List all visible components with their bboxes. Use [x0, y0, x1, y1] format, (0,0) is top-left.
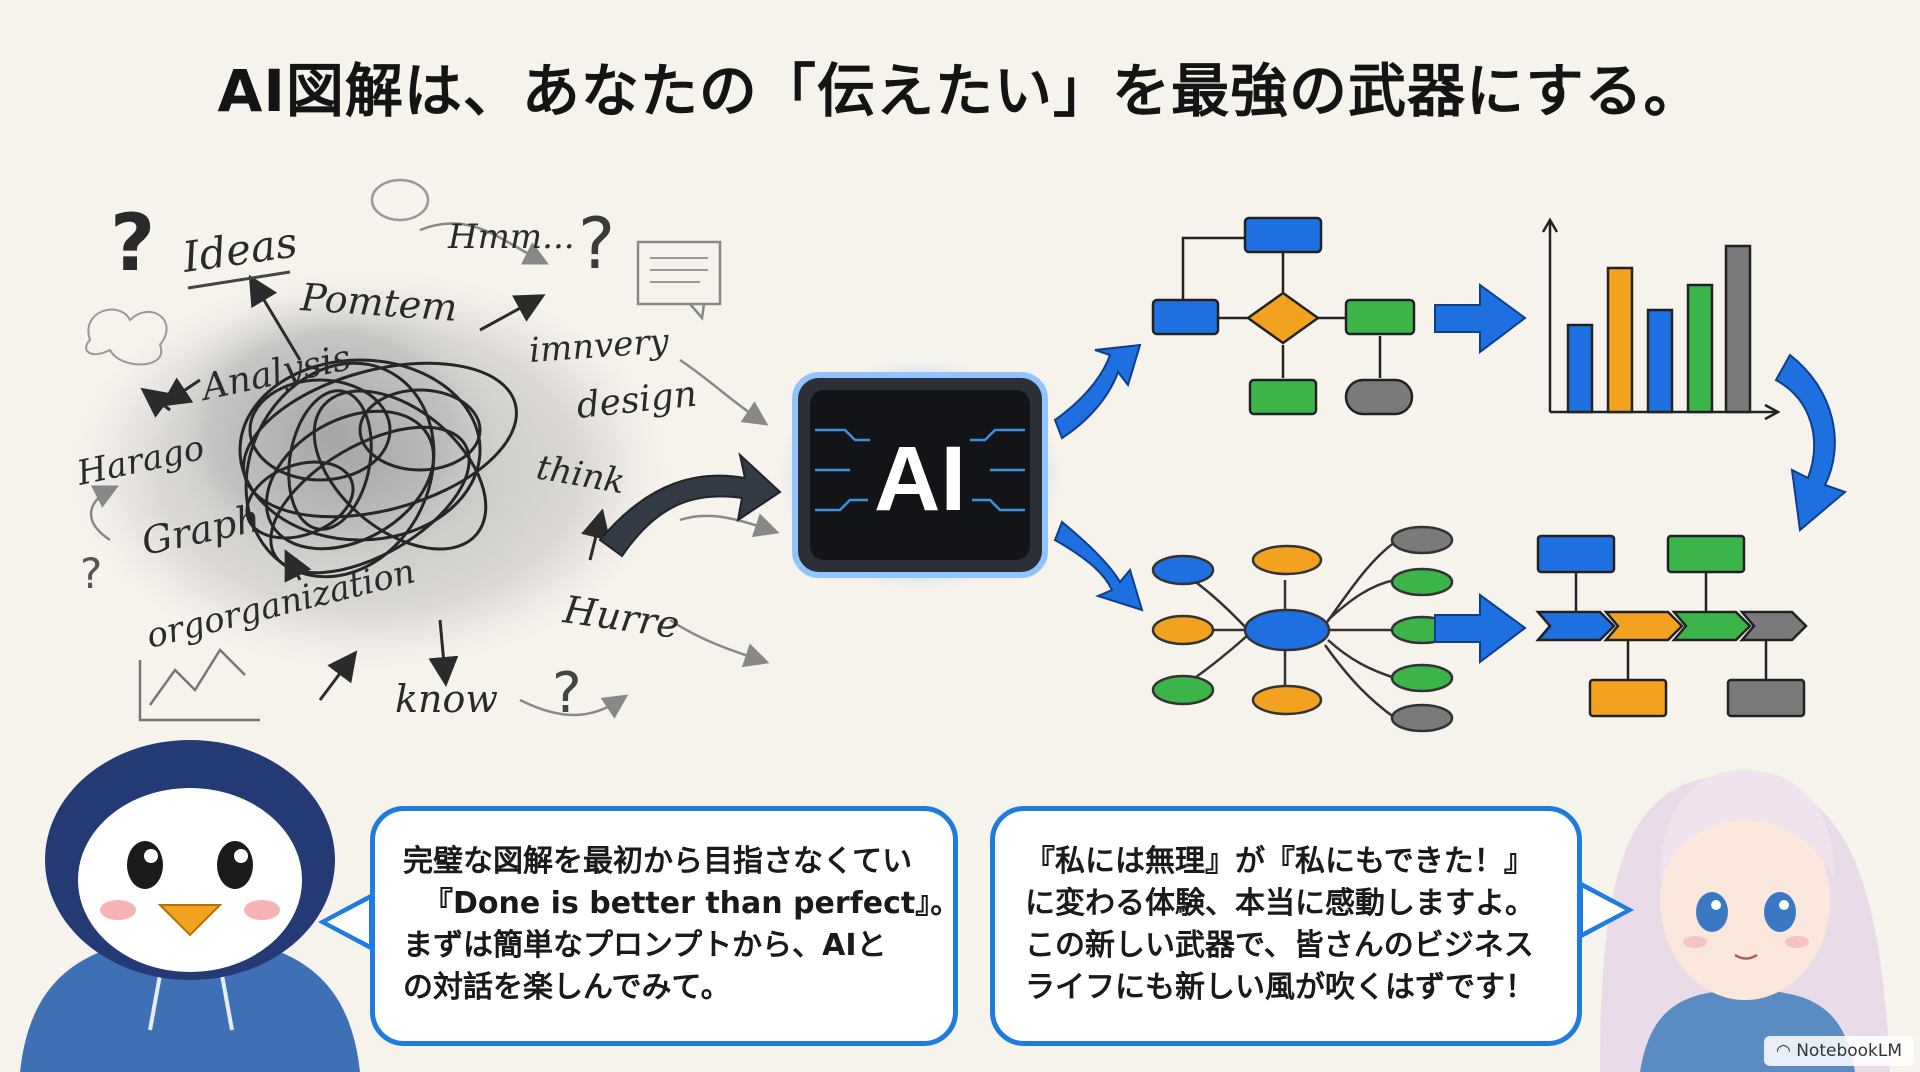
- doodle-word: know: [395, 677, 498, 721]
- page-title: AI図解は、あなたの「伝えたい」を最強の武器にする。: [217, 57, 1703, 125]
- flowchart: [1151, 216, 1416, 416]
- bubble-text-line: に変わる体験、本当に感動しますよ。: [1025, 886, 1535, 921]
- question-mark-icon: ?: [80, 549, 102, 598]
- bubble-text-line: ライフにも新しい風が吹くはずです！: [1025, 970, 1535, 1005]
- arrow-right-icon: [1434, 283, 1527, 355]
- bubble-tail-left: [318, 892, 374, 952]
- scribble-tangle: [238, 358, 518, 579]
- girl-avatar: [1600, 770, 1890, 1072]
- ai-chip: AI: [780, 360, 1060, 590]
- speech-bubble-girl: 『私には無理』が『私にもできた！』 に変わる体験、本当に感動しますよ。 この新し…: [990, 806, 1582, 1046]
- watermark-text: NotebookLM: [1796, 1041, 1903, 1061]
- doodle-word: Hurre: [560, 587, 682, 647]
- note-icon: [636, 240, 722, 321]
- arrow-right-icon: [1434, 593, 1527, 665]
- bubble-text-line: 完璧な図解を最初から目指さなくてい: [403, 844, 913, 879]
- mini-line-chart-icon: [138, 648, 260, 722]
- speech-bubble-icon: [370, 178, 430, 222]
- messy-ideas-cloud: ? ? ? ? Ideas Hmm... Pomtem imnvery Anal…: [70, 178, 780, 726]
- circuit-lines: [815, 428, 1025, 512]
- bar-chart-illustration: [1541, 217, 1781, 421]
- bubble-tail-right: [1578, 880, 1634, 940]
- question-mark-icon: ?: [110, 199, 155, 289]
- doodle-word: Pomtem: [298, 275, 458, 330]
- speech-bubble-penguin: 完璧な図解を最初から目指さなくてい 『Done is better than p…: [370, 806, 961, 1046]
- doodle-word: imnvery: [528, 321, 671, 371]
- curved-arrow-icon: [1774, 353, 1847, 532]
- bubble-text-line: まずは簡単なプロンプトから、AIと: [403, 928, 887, 963]
- bubble-text-line: 『Done is better than perfect』。: [423, 886, 961, 921]
- process-timeline: [1535, 534, 1808, 718]
- notebooklm-logo-icon: ◠: [1775, 1041, 1797, 1061]
- cloud-scribble-icon: [85, 308, 168, 366]
- bubble-text-line: 『私には無理』が『私にもできた！』: [1025, 844, 1534, 879]
- question-mark-icon: ?: [552, 661, 582, 726]
- ai-chip-label: AI: [874, 428, 966, 530]
- penguin-avatar: [20, 740, 360, 1072]
- underline: [187, 270, 291, 290]
- bubble-text-line: の対話を楽しんでみて。: [403, 970, 731, 1005]
- doodle-word: Hmm...: [447, 217, 575, 257]
- scatter-arrows: [140, 274, 611, 701]
- mind-map: [1151, 525, 1454, 733]
- bubble-text-line: この新しい武器で、皆さんのビジネス: [1025, 928, 1534, 963]
- notebooklm-watermark: ◠ NotebookLM: [1764, 1036, 1914, 1066]
- output-arrow-bottom-icon: [1053, 520, 1144, 612]
- question-mark-icon: ?: [578, 203, 615, 285]
- output-arrow-top-icon: [1053, 343, 1142, 440]
